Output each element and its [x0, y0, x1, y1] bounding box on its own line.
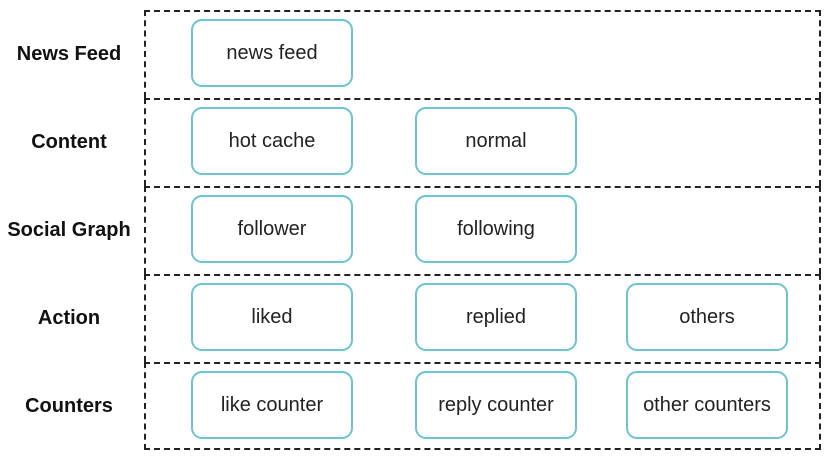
- layer-frame: [144, 98, 821, 186]
- component-box: other counters: [626, 371, 788, 439]
- component-box: others: [626, 283, 788, 351]
- component-box: reply counter: [415, 371, 577, 439]
- layer-frame: [144, 186, 821, 274]
- layer-label: News Feed: [16, 42, 122, 65]
- layer-frame: [144, 274, 821, 362]
- layer-label: Counters: [25, 394, 113, 417]
- layer-label: Action: [37, 306, 101, 329]
- component-box: like counter: [191, 371, 353, 439]
- layer-label: Content: [31, 130, 107, 153]
- layer-row-action: Action liked replied others: [0, 274, 831, 362]
- layer-row-counters: Counters like counter reply counter othe…: [0, 362, 831, 450]
- layer-label: Social Graph: [7, 218, 131, 241]
- component-box: follower: [191, 195, 353, 263]
- layer-row-social-graph: Social Graph follower following: [0, 186, 831, 274]
- component-box: following: [415, 195, 577, 263]
- layer-frame: [144, 362, 821, 450]
- component-box: news feed: [191, 19, 353, 87]
- layer-row-content: Content hot cache normal: [0, 98, 831, 186]
- component-box: normal: [415, 107, 577, 175]
- layer-row-news-feed: News Feed news feed: [0, 10, 831, 98]
- component-box: hot cache: [191, 107, 353, 175]
- component-box: replied: [415, 283, 577, 351]
- component-box: liked: [191, 283, 353, 351]
- layer-frame: [144, 10, 821, 98]
